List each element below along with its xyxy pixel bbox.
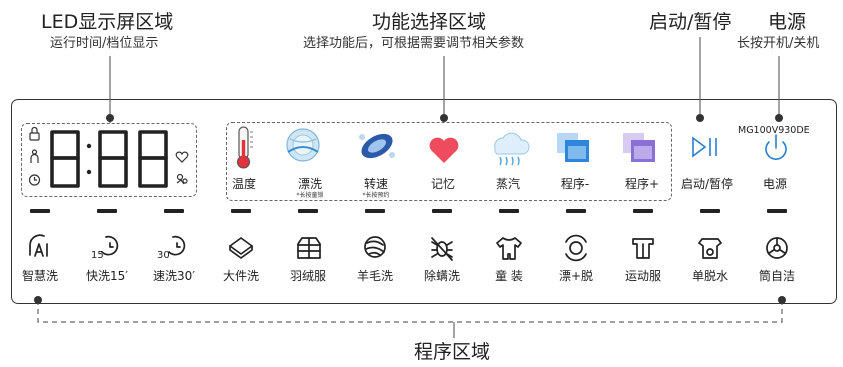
rinse-spin-icon — [565, 234, 587, 262]
function-label-steam: 蒸汽 — [495, 177, 521, 191]
program-label-smart: 智慧洗 — [21, 269, 59, 283]
heart-icon — [429, 137, 459, 163]
program-label-drum-clean: 筒自洁 — [758, 269, 796, 283]
indicator-bar — [767, 209, 787, 213]
program-label-baby: 童 装 — [495, 269, 523, 283]
spin-drum-icon — [359, 133, 395, 159]
function-label-program-plus: 程序+ — [624, 177, 660, 191]
led-display-zone — [21, 123, 197, 197]
quick-30-number: 30 — [157, 250, 170, 261]
start-pause-title: 启动/暂停 — [649, 11, 732, 33]
dry-icon — [176, 173, 188, 185]
sportswear-icon — [632, 238, 654, 259]
function-label-rinse: 漂洗 — [297, 177, 323, 191]
program-minus-icon — [557, 133, 589, 162]
quick-15-number: 15 — [91, 250, 104, 261]
control-panel — [11, 99, 837, 304]
smart-ai-icon — [29, 234, 48, 257]
indicator-bar — [499, 209, 519, 213]
program-label-sportswear: 运动服 — [624, 269, 662, 283]
indicator-bar — [30, 209, 50, 213]
program-label-anti-mite: 除螨洗 — [423, 269, 461, 283]
down-jacket-icon — [297, 237, 321, 259]
led-area-desc: 运行时间/档位显示 — [50, 36, 159, 51]
play-pause-icon — [692, 136, 717, 158]
function-label-spin: 转速 — [363, 177, 389, 191]
clock-icon — [28, 174, 41, 186]
spin-only-icon — [698, 238, 722, 259]
function-label-program-minus: 程序- — [560, 177, 590, 191]
indicator-bar — [298, 209, 318, 213]
indicator-bar — [231, 209, 251, 213]
program-label-quick15: 快洗15′ — [86, 269, 128, 283]
function-label-memory: 记忆 — [430, 177, 456, 191]
function-label-temperature: 温度 — [231, 177, 257, 191]
function-label-start-pause: 启动/暂停 — [680, 177, 734, 191]
indicator-bar — [365, 209, 385, 213]
indicator-bar — [633, 209, 653, 213]
bulky-icon — [229, 237, 253, 259]
function-note-spin: *长按预约 — [362, 192, 390, 199]
quick-15-icon — [101, 235, 119, 256]
program-label-wool: 羊毛洗 — [356, 269, 394, 283]
thermometer-icon — [236, 126, 253, 169]
favorite-icon — [175, 151, 189, 163]
quick-30-icon — [168, 235, 186, 256]
led-area-title: LED显示屏区域 — [41, 11, 174, 33]
wool-icon — [364, 236, 386, 258]
program-label-down: 羽绒服 — [289, 269, 327, 283]
drum-clean-icon — [766, 237, 788, 259]
seven-segment-digits — [50, 130, 168, 188]
indicator-bar — [700, 209, 720, 213]
indicator-bar — [566, 209, 586, 213]
program-label-spin-only: 单脱水 — [691, 269, 729, 283]
function-zone — [226, 122, 672, 201]
anti-mite-icon — [431, 237, 453, 261]
function-note-rinse: *长按童锁 — [296, 192, 324, 199]
child-lock-icon — [30, 149, 39, 163]
lock-icon — [29, 126, 40, 141]
function-area-desc: 选择功能后，可根据需要调节相关参数 — [303, 36, 525, 51]
model-label: MG100V930DE — [738, 125, 810, 136]
program-plus-icon — [623, 133, 655, 162]
indicator-bar — [164, 209, 184, 213]
program-label-quick30: 速洗30′ — [153, 269, 195, 283]
indicator-bar — [97, 209, 117, 213]
power-title: 电源 — [768, 11, 807, 33]
baby-clothes-icon — [496, 237, 522, 260]
steam-cloud-icon — [494, 132, 530, 166]
function-label-power: 电源 — [762, 177, 788, 191]
power-icon — [765, 134, 787, 160]
program-label-rinse-spin: 漂+脱 — [558, 269, 594, 283]
program-area-title: 程序区域 — [414, 341, 491, 363]
function-area-title: 功能选择区域 — [372, 11, 487, 33]
indicator-bar — [432, 209, 452, 213]
program-label-bulky: 大件洗 — [222, 269, 260, 283]
power-desc: 长按开机/关机 — [737, 36, 820, 51]
rinse-water-icon — [286, 128, 320, 162]
